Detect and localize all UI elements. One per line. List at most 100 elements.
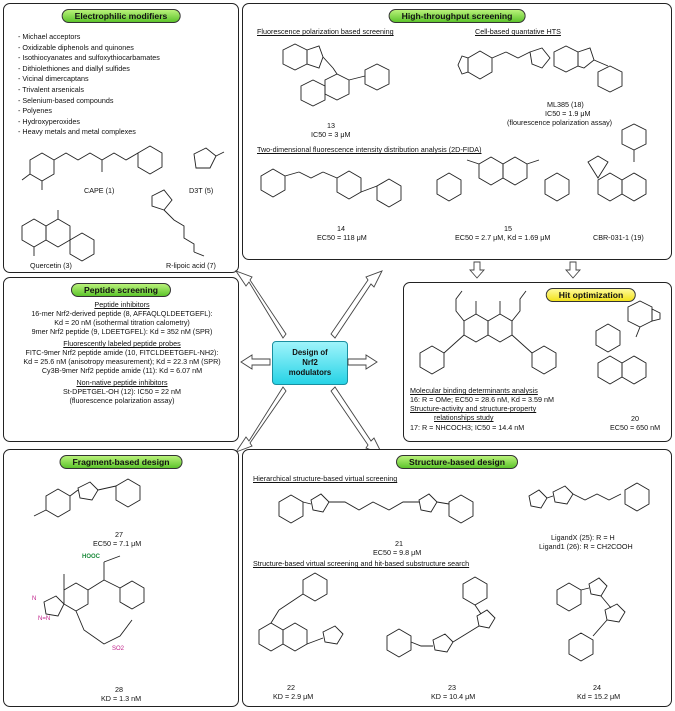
svg-text:NH: NH (621, 626, 630, 632)
peptide-panel: Peptide screening Peptide inhibitors 16-… (3, 277, 239, 442)
list-item: Isothiocyanates and sulfoxythiocarbamate… (18, 53, 159, 64)
fragment-header: Fragment-based design (59, 455, 183, 469)
svg-text:O: O (307, 164, 312, 170)
svg-text:S: S (190, 149, 194, 155)
svg-text:R: R (414, 379, 419, 385)
svg-text:O: O (180, 252, 185, 258)
svg-text:F: F (590, 323, 594, 329)
electrophilic-header: Electrophilic modifiers (61, 9, 181, 23)
svg-text:N: N (293, 180, 297, 186)
svg-text:COOH: COOH (369, 56, 387, 62)
svg-text:S: S (275, 602, 279, 608)
svg-text:O: O (100, 176, 105, 182)
c24-label: 24 (593, 683, 601, 692)
peptide-line-8: (fluorescence polarization assay) (69, 396, 175, 405)
c21-ec50: EC50 = 9.8 μM (373, 548, 422, 557)
svg-text:O: O (347, 204, 352, 210)
svg-text:N=N: N=N (38, 616, 50, 622)
svg-text:HO: HO (12, 240, 21, 246)
svg-text:O: O (496, 293, 501, 299)
compound-14-label: 14 (337, 224, 345, 233)
arrow-to-hts (330, 270, 383, 339)
hier-title: Hierarchical structure-based virtual scr… (253, 474, 398, 483)
peptide-line-1: 16-mer Nrf2-derived peptide (8, AFFAQLQL… (31, 309, 213, 318)
svg-text:CF3: CF3 (259, 204, 271, 210)
probes-title: Fluorescently labeled peptide probes (63, 339, 181, 348)
svg-text:SO2: SO2 (112, 646, 125, 652)
ml385-assay: (flourescence polarization assay) (507, 118, 613, 127)
c21-label: 21 (395, 539, 403, 548)
svg-text:Cl: Cl (545, 614, 551, 620)
svg-text:NH: NH (525, 166, 534, 172)
svg-text:COOH: COOH (475, 508, 493, 514)
list-item: Michael acceptors (18, 32, 160, 43)
svg-text:N-N: N-N (557, 480, 568, 486)
svg-text:O: O (563, 208, 568, 214)
svg-text:O: O (427, 630, 432, 636)
c22-kd: KD = 2.9 μM (273, 692, 314, 701)
svg-text:H: H (579, 506, 583, 512)
ml385-label: ML385 (18) (547, 100, 584, 109)
peptide-line-5: Kd = 25.6 nM (anisotropy measurement); K… (23, 357, 221, 366)
svg-text:Me: Me (150, 594, 159, 600)
svg-text:HN: HN (411, 656, 420, 662)
compound-13-ic50: IC50 = 3 μM (311, 130, 351, 139)
peptide-inhibitors-title: Peptide inhibitors (94, 300, 150, 309)
svg-text:OH: OH (96, 256, 105, 262)
svg-text:S: S (539, 154, 543, 160)
list-item: Hydroxyperoxides (18, 117, 160, 128)
arrow-hts-down-right (565, 261, 581, 279)
svg-text:OR: OR (651, 506, 661, 512)
electrophilic-panel: Electrophilic modifiers Michael acceptor… (3, 3, 239, 273)
structure-header: Structure-based design (396, 455, 518, 469)
c23-label: 23 (448, 683, 456, 692)
svg-text:N-NH: N-NH (339, 624, 354, 630)
svg-text:S: S (451, 658, 455, 664)
peptide-line-6: Cy3B-9mer Nrf2 peptide amide (11): Kd = … (41, 366, 203, 375)
c23-kd: KD = 10.4 μM (431, 692, 476, 701)
electrophile-list: Michael acceptors Oxidizable diphenols a… (18, 32, 160, 138)
sar-title-1: Structure-activity and structure-propert… (410, 404, 537, 413)
svg-text:Cl: Cl (555, 670, 561, 676)
svg-text:HOOC: HOOC (82, 554, 101, 560)
svg-text:O: O (472, 293, 477, 299)
structure-panel: Structure-based design Hierarchical stru… (242, 449, 672, 707)
hts-header: High-throughput screening (388, 9, 526, 23)
arrow-hts-down-left (469, 261, 485, 279)
compound-15-label: 15 (504, 224, 512, 233)
svg-text:O: O (593, 484, 598, 490)
svg-text:HN: HN (469, 166, 478, 172)
svg-text:O: O (367, 492, 372, 498)
svg-text:I: I (142, 478, 144, 484)
list-item: Trivalent arsenicals (18, 85, 160, 96)
svg-text:O: O (54, 568, 59, 574)
svg-text:N-N: N-N (385, 516, 396, 522)
svg-text:HO: HO (18, 183, 27, 189)
compound-15-ec50: EC50 = 2.7 μM, Kd = 1.69 μM (455, 233, 551, 242)
sbvs-title: Structure-based virtual screening and hi… (253, 559, 470, 568)
svg-text:HOOC: HOOC (439, 576, 458, 582)
arrow-to-structure (330, 386, 383, 455)
list-item: Vicinal dimercaptans (18, 74, 160, 85)
svg-text:HO: HO (440, 293, 449, 299)
svg-text:N: N (634, 391, 638, 397)
svg-text:N: N (347, 162, 351, 168)
svg-text:HN: HN (514, 66, 523, 72)
c22-label: 22 (287, 683, 295, 692)
compound-13-label: 13 (327, 121, 335, 130)
svg-text:S: S (461, 154, 465, 160)
svg-text:N: N (325, 70, 329, 76)
cbr-031-1-label: CBR-031-1 (19) (593, 233, 644, 242)
svg-text:HOOC: HOOC (535, 580, 554, 586)
svg-text:S: S (222, 149, 226, 155)
